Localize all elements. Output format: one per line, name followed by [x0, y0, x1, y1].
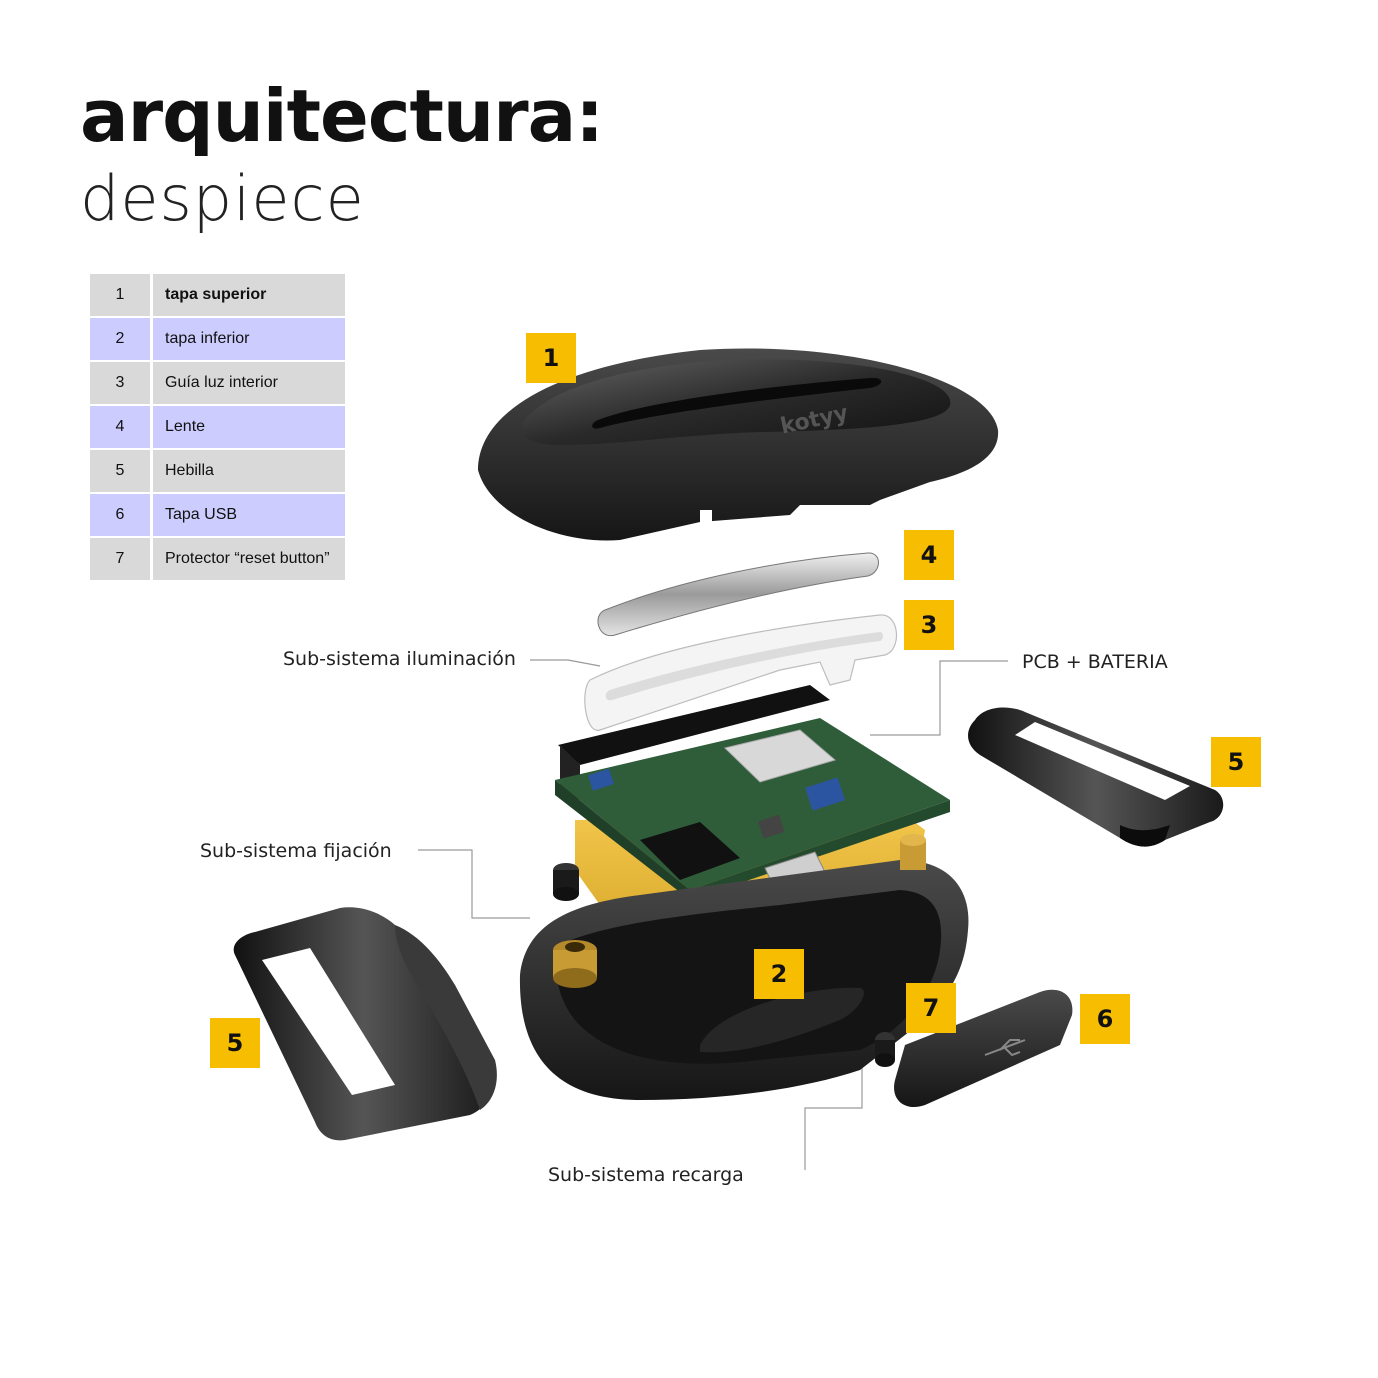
part-badge-6: 6	[1080, 994, 1130, 1044]
part-number: 1	[90, 274, 153, 316]
table-row: 7 Protector “reset button”	[90, 538, 348, 580]
light-guide-part	[584, 614, 898, 731]
part-number: 2	[90, 318, 153, 360]
usb-cover-part	[894, 989, 1073, 1108]
top-cover-part: kotyy	[478, 348, 999, 541]
callout-lines	[418, 659, 1008, 1170]
threaded-inserts	[553, 834, 926, 988]
table-row: 5 Hebilla	[90, 450, 348, 492]
callout-recarga: Sub-sistema recarga	[548, 1164, 744, 1186]
table-row: 1 tapa superior	[90, 274, 348, 316]
part-number: 4	[90, 406, 153, 448]
pcb-battery-part	[555, 685, 950, 935]
table-row: 2 tapa inferior	[90, 318, 348, 360]
screw-part	[553, 863, 579, 901]
part-badge-2: 2	[754, 949, 804, 999]
part-badge-5-left: 5	[210, 1018, 260, 1068]
part-badge-3: 3	[904, 600, 954, 650]
leader-iluminacion	[530, 659, 601, 667]
callout-pcb: PCB + BATERIA	[1022, 651, 1168, 673]
part-name: tapa superior	[153, 274, 348, 316]
reset-protector-part	[875, 1032, 895, 1067]
parts-table: 1 tapa superior 2 tapa inferior 3 Guía l…	[90, 272, 348, 582]
usb-icon	[984, 1039, 1026, 1057]
table-row: 6 Tapa USB	[90, 494, 348, 536]
part-name: Lente	[153, 406, 348, 448]
part-name: Protector “reset button”	[153, 538, 348, 580]
part-number: 6	[90, 494, 153, 536]
leader-pcb	[870, 660, 1008, 736]
part-badge-7: 7	[906, 983, 956, 1033]
part-name: tapa inferior	[153, 318, 348, 360]
part-number: 3	[90, 362, 153, 404]
part-name: Guía luz interior	[153, 362, 348, 404]
part-name: Hebilla	[153, 450, 348, 492]
callout-iluminacion: Sub-sistema iluminación	[283, 648, 516, 670]
part-name: Tapa USB	[153, 494, 348, 536]
leader-recarga	[804, 1040, 863, 1170]
callout-fijacion: Sub-sistema fijación	[200, 840, 392, 862]
part-badge-4: 4	[904, 530, 954, 580]
table-row: 4 Lente	[90, 406, 348, 448]
bottom-cover-part	[519, 860, 969, 1100]
page-subtitle: despiece	[80, 162, 365, 235]
leader-fijacion	[418, 849, 530, 919]
part-number: 5	[90, 450, 153, 492]
page-title: arquitectura:	[80, 74, 604, 158]
table-row: 3 Guía luz interior	[90, 362, 348, 404]
buckle-right-part	[968, 707, 1224, 847]
lens-part	[597, 552, 879, 637]
part-badge-5-right: 5	[1211, 737, 1261, 787]
buckle-left-part	[233, 907, 497, 1141]
part-number: 7	[90, 538, 153, 580]
part-badge-1: 1	[526, 333, 576, 383]
